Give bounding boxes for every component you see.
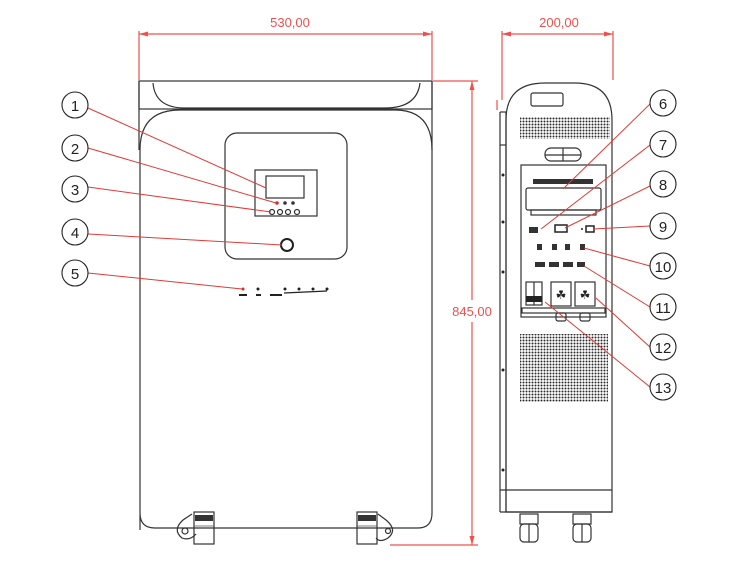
top-vent-grille: [520, 117, 610, 139]
callout-5: 5: [61, 259, 89, 287]
depth-label: 200,00: [539, 15, 579, 30]
dimension-width: 530,00: [138, 15, 433, 80]
width-label: 530,00: [270, 15, 310, 30]
svg-text:5: 5: [71, 266, 79, 283]
lcd-display: [265, 175, 305, 199]
svg-text:12: 12: [655, 340, 672, 357]
side-handle-slot: [530, 92, 564, 107]
svg-text:3: 3: [71, 182, 79, 199]
svg-text:6: 6: [659, 96, 667, 113]
power-button: [280, 238, 294, 252]
svg-text:8: 8: [659, 177, 667, 194]
callout-8: 8: [649, 170, 677, 198]
dc-ports: [535, 262, 585, 267]
breaker-switch: [525, 281, 543, 306]
callout-3: 3: [61, 175, 89, 203]
function-button: [276, 208, 284, 216]
svg-text:7: 7: [659, 137, 667, 154]
indicator-leds: [275, 201, 295, 205]
svg-text:1: 1: [71, 98, 79, 115]
port-9: [585, 225, 595, 233]
callout-7: 7: [649, 130, 677, 158]
svg-text:2: 2: [71, 141, 79, 158]
callout-9: 9: [649, 212, 677, 240]
svg-text:☘: ☘: [580, 288, 591, 302]
callout-13: 13: [649, 373, 677, 401]
handle-recess: [152, 82, 421, 109]
led-2: [283, 201, 287, 205]
side-body: [505, 82, 613, 513]
ac-outlets: ☘ ☘: [550, 281, 596, 307]
port-8: [554, 224, 568, 233]
callout-10: 10: [649, 252, 677, 280]
front-wheel-right: [356, 511, 394, 545]
status-indicators: [239, 287, 329, 296]
svg-text:9: 9: [659, 219, 667, 236]
display-bezel: [254, 169, 318, 217]
function-buttons: [268, 208, 301, 216]
led-3: [291, 201, 295, 205]
top-handle-band: [138, 80, 433, 110]
svg-text:11: 11: [655, 300, 671, 317]
port-7: [529, 227, 538, 233]
side-wheel-left: [519, 513, 539, 543]
usb-ports: [537, 244, 585, 250]
leader-lines: [87, 103, 651, 388]
svg-text:☘: ☘: [556, 288, 567, 302]
callout-2: 2: [61, 134, 89, 162]
side-view: ☘ ☘: [499, 82, 613, 543]
dimension-height: 845,00: [390, 80, 498, 546]
function-button: [293, 208, 301, 216]
led-1: [275, 201, 279, 205]
callout-1: 1: [61, 91, 89, 119]
bottom-vent-grille: [520, 334, 608, 402]
svg-text:10: 10: [655, 259, 672, 276]
dimension-depth: 200,00: [501, 15, 614, 100]
front-wheel-left: [176, 511, 215, 545]
callout-11: 11: [649, 293, 677, 321]
svg-text:4: 4: [71, 225, 79, 242]
panel-display: [533, 179, 593, 184]
callout-6: 6: [649, 89, 677, 117]
callout-12: 12: [649, 333, 677, 361]
function-button: [284, 208, 292, 216]
callout-4: 4: [61, 218, 89, 246]
control-panel: [224, 132, 348, 260]
side-wheel-right: [572, 513, 592, 543]
front-body: [139, 109, 433, 530]
height-label: 845,00: [452, 304, 492, 319]
front-view: [138, 80, 433, 545]
svg-text:13: 13: [655, 380, 672, 397]
